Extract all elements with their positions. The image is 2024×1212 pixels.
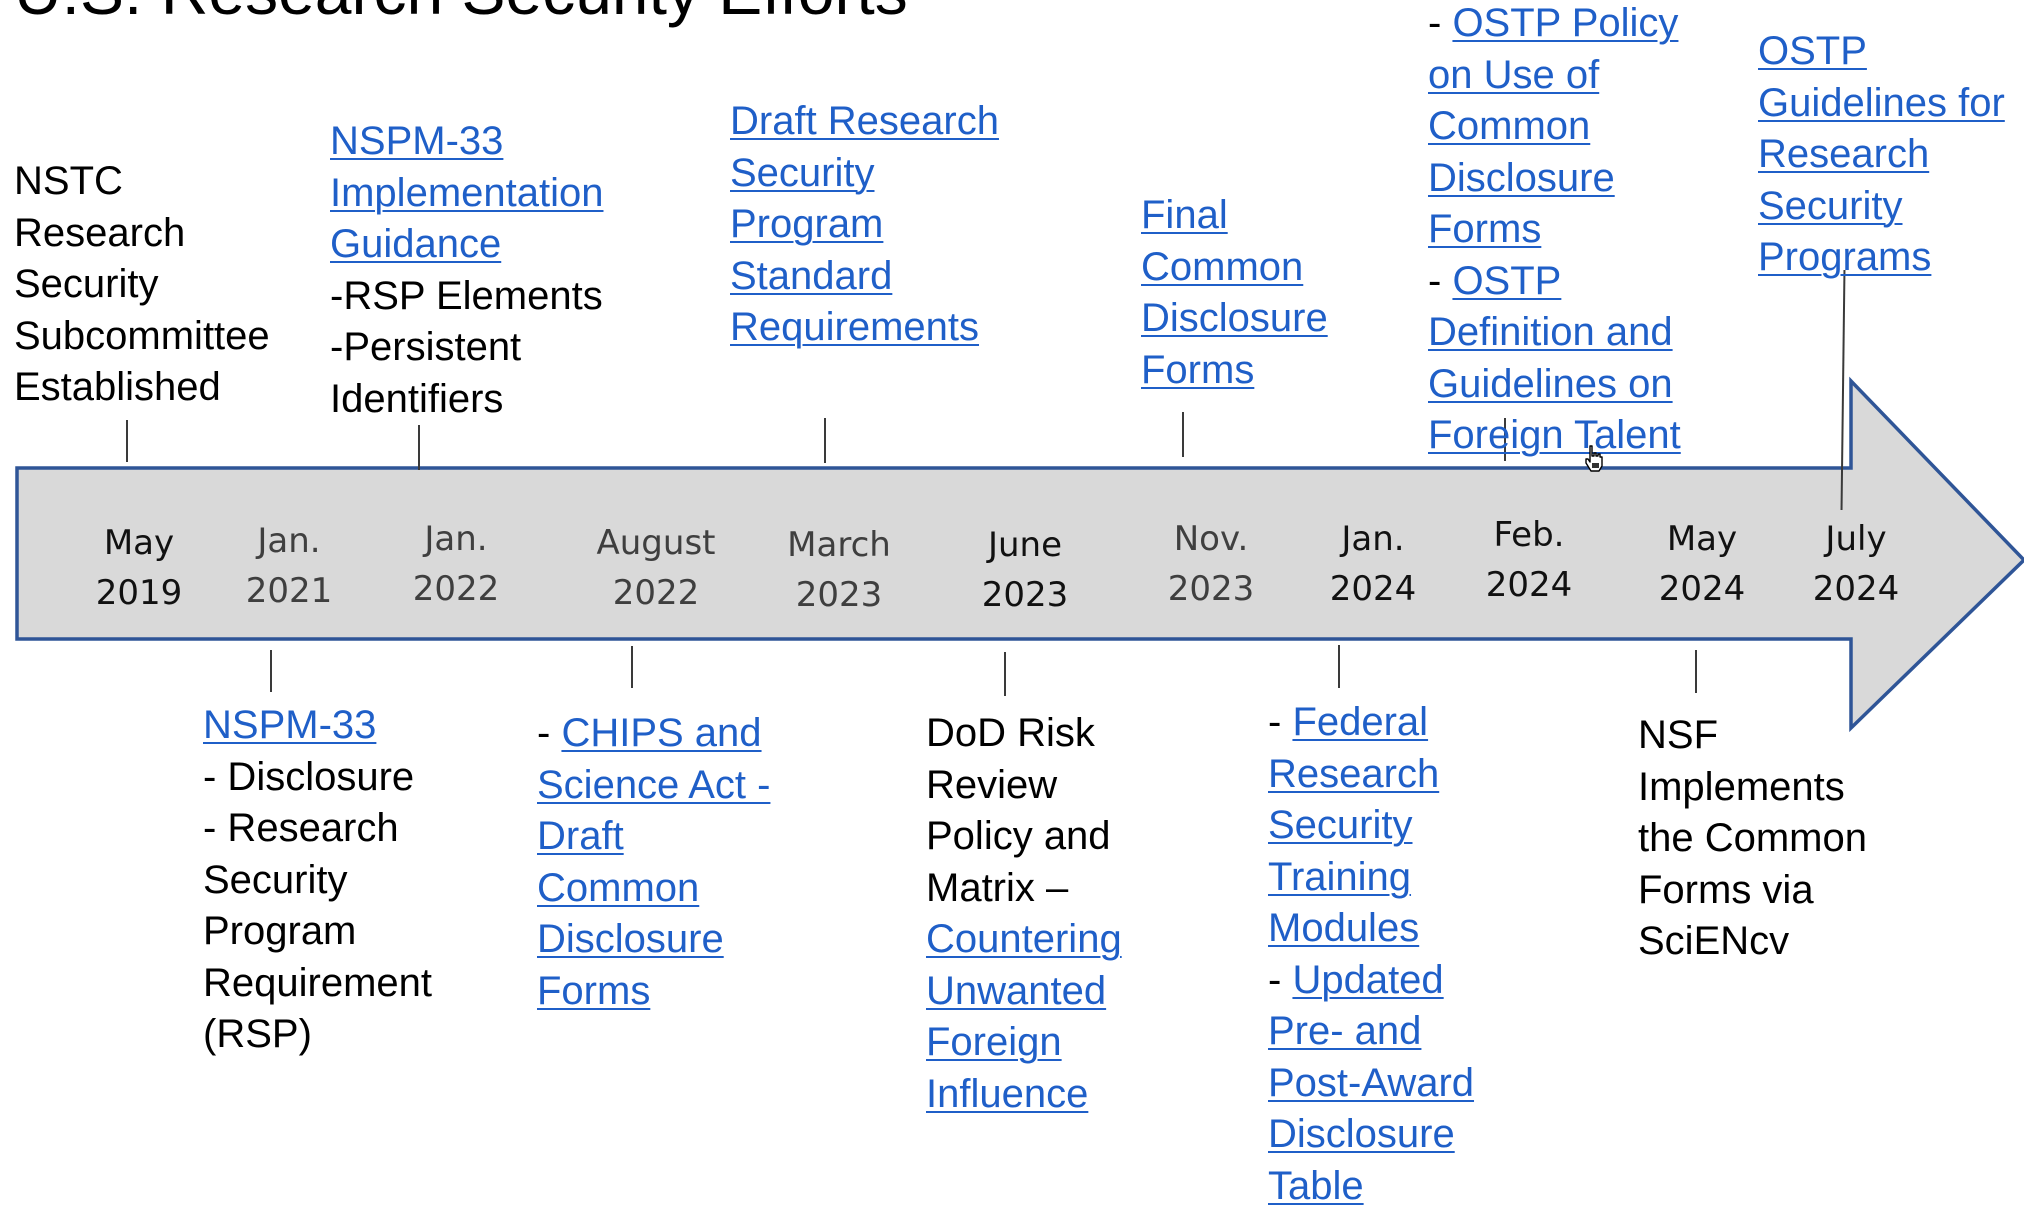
event-june-2023: DoD Risk Review Policy and Matrix – Coun… (926, 711, 1122, 1116)
tick-jan-2022 (418, 425, 420, 470)
tick-jan-2021 (270, 650, 272, 692)
date-july-2024: July 2024 (1812, 519, 1900, 609)
date-jan-2022: Jan. 2022 (412, 519, 500, 609)
date-march-2023: March 2023 (787, 525, 891, 615)
date-august-2022: August 2022 (596, 523, 716, 613)
date-jan-2024: Jan. 2024 (1329, 519, 1417, 609)
event-jan-2022: NSPM-33 Implementation Guidance -RSP Ele… (330, 119, 604, 421)
event-nov-2023: Final Common Disclosure Forms (1141, 190, 1361, 396)
date-may-2024: May 2024 (1658, 519, 1746, 609)
link-ostp-policy-common-disclosure-forms[interactable]: OSTP Policy on Use of Common Disclosure … (1428, 1, 1679, 251)
date-may-2019: May 2019 (95, 523, 183, 613)
date-feb-2024: Feb. 2024 (1485, 515, 1573, 605)
event-july-2024: OSTP Guidelines for Research Security Pr… (1758, 26, 2024, 284)
link-countering-unwanted-foreign-influence[interactable]: Countering Unwanted Foreign Influence (926, 917, 1122, 1116)
tick-march-2023 (824, 418, 826, 463)
date-nov-2023: Nov. 2023 (1167, 519, 1255, 609)
event-jan-2024: - Federal Research Security Training Mod… (1268, 700, 1475, 1208)
event-march-2023: Draft Research Security Program Standard… (730, 96, 1010, 354)
tick-may-2024 (1695, 650, 1697, 693)
event-may-2019: NSTC Research Security Subcommittee Esta… (14, 159, 270, 409)
event-august-2022: - CHIPS and Science Act - Draft Common D… (537, 711, 771, 1013)
tick-jan-2024 (1338, 645, 1340, 688)
slide-title: U.S. Research Security Efforts (14, 0, 908, 24)
tick-nov-2023 (1182, 412, 1184, 457)
link-chips-and-science-act[interactable]: CHIPS and Science Act - Draft Common Dis… (537, 711, 771, 1013)
link-nspm-33-implementation-guidance[interactable]: NSPM-33 Implementation Guidance (330, 119, 604, 266)
tick-may-2019 (126, 420, 128, 462)
link-ostp-definition-foreign-talent[interactable]: OSTP Definition and Guidelines on Foreig… (1428, 258, 1681, 458)
date-june-2023: June 2023 (981, 525, 1069, 615)
link-federal-research-security-training-modules[interactable]: Federal Research Security Training Modul… (1268, 700, 1440, 950)
tick-june-2023 (1004, 652, 1006, 696)
event-feb-2024: - OSTP Policy on Use of Common Disclosur… (1428, 1, 1681, 458)
link-ostp-guidelines-research-security-programs[interactable]: OSTP Guidelines for Research Security Pr… (1758, 29, 2005, 279)
hand-pointer-icon (1585, 445, 1603, 472)
event-may-2024: NSF Implements the Common Forms via SciE… (1638, 713, 1867, 963)
timeline-arrow-body (15, 376, 2024, 733)
link-updated-disclosure-table[interactable]: Updated Pre- and Post-Award Disclosure T… (1268, 957, 1475, 1208)
event-jan-2021: NSPM-33 - Disclosure - Research Security… (203, 703, 433, 1056)
link-draft-research-security-program-standard-requirements[interactable]: Draft Research Security Program Standard… (730, 99, 999, 349)
tick-august-2022 (631, 646, 633, 688)
tick-feb-2024 (1504, 418, 1506, 461)
link-nspm-33[interactable]: NSPM-33 (203, 703, 377, 747)
link-final-common-disclosure-forms[interactable]: Final Common Disclosure Forms (1141, 193, 1328, 392)
date-jan-2021: Jan. 2021 (245, 521, 333, 611)
